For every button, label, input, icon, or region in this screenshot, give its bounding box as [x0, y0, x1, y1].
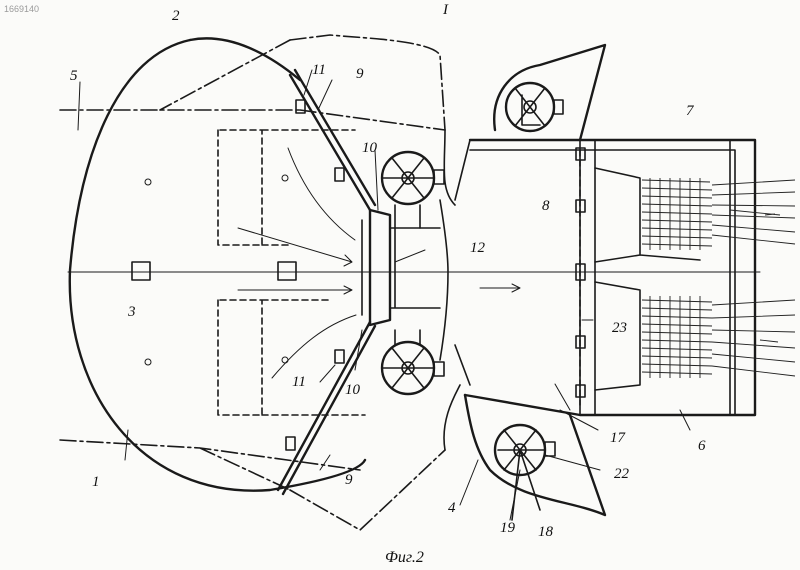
- label-4: 4: [448, 500, 456, 516]
- bristles-lower: [642, 296, 712, 378]
- label-11-bottom: 11: [292, 374, 306, 390]
- dot-2: [282, 175, 288, 181]
- doc-number: 1669140: [4, 4, 39, 14]
- label-1: 1: [92, 474, 100, 490]
- lower-arm-wheel: [495, 425, 555, 520]
- label-17: 17: [610, 430, 627, 446]
- label-9-top: 9: [356, 66, 364, 82]
- frame-bottom: [60, 440, 360, 490]
- arrow-exit: [480, 284, 520, 292]
- label-18: 18: [538, 524, 554, 540]
- figure-caption: Фиг.2: [385, 549, 424, 566]
- label-5: 5: [70, 68, 78, 84]
- center-channel: [440, 200, 448, 360]
- frame-lower-right: [290, 450, 445, 530]
- label-23: 23: [612, 320, 627, 336]
- upper-gate-wheel: [382, 152, 444, 228]
- label-10-top: 10: [362, 140, 378, 156]
- roller-upper-b: [335, 168, 344, 181]
- label-7: 7: [686, 103, 695, 119]
- top-mark: I: [442, 2, 449, 18]
- label-10-bottom: 10: [345, 382, 361, 398]
- label-19: 19: [500, 520, 516, 536]
- leader-lines: [78, 70, 690, 520]
- lower-guide-9: [278, 322, 375, 494]
- dot-4: [282, 357, 288, 363]
- label-9-bottom: 9: [345, 472, 353, 488]
- bristles-upper: [642, 178, 712, 250]
- roller-11-lower: [335, 350, 344, 363]
- label-12: 12: [470, 240, 486, 256]
- center-block: [278, 262, 296, 280]
- dot-1: [145, 179, 151, 185]
- label-8: 8: [542, 198, 550, 214]
- gate-inner: [362, 220, 440, 315]
- lower-chamber: [218, 300, 365, 415]
- part-3-block: [132, 262, 150, 280]
- central-gate: [370, 210, 390, 325]
- spray-upper: [712, 180, 795, 244]
- label-2: 2: [172, 8, 180, 24]
- oval-top: [190, 38, 300, 80]
- collector-spout-top: [595, 168, 700, 262]
- lower-gate-wheel: [382, 330, 444, 394]
- collector-spout-bottom: [595, 282, 640, 390]
- spray-lower: [712, 300, 795, 376]
- dot-3: [145, 359, 151, 365]
- roller-lower-b: [286, 437, 295, 450]
- arrow-upper-straight: [238, 228, 352, 266]
- label-22: 22: [614, 466, 630, 482]
- arrow-lower-straight: [238, 286, 352, 294]
- label-11-top: 11: [312, 62, 326, 78]
- label-6: 6: [698, 438, 706, 454]
- frame-top: [60, 40, 445, 130]
- upper-arm-wheel: [506, 83, 563, 131]
- arrow-upper-curve: [288, 148, 355, 240]
- label-3: 3: [127, 304, 136, 320]
